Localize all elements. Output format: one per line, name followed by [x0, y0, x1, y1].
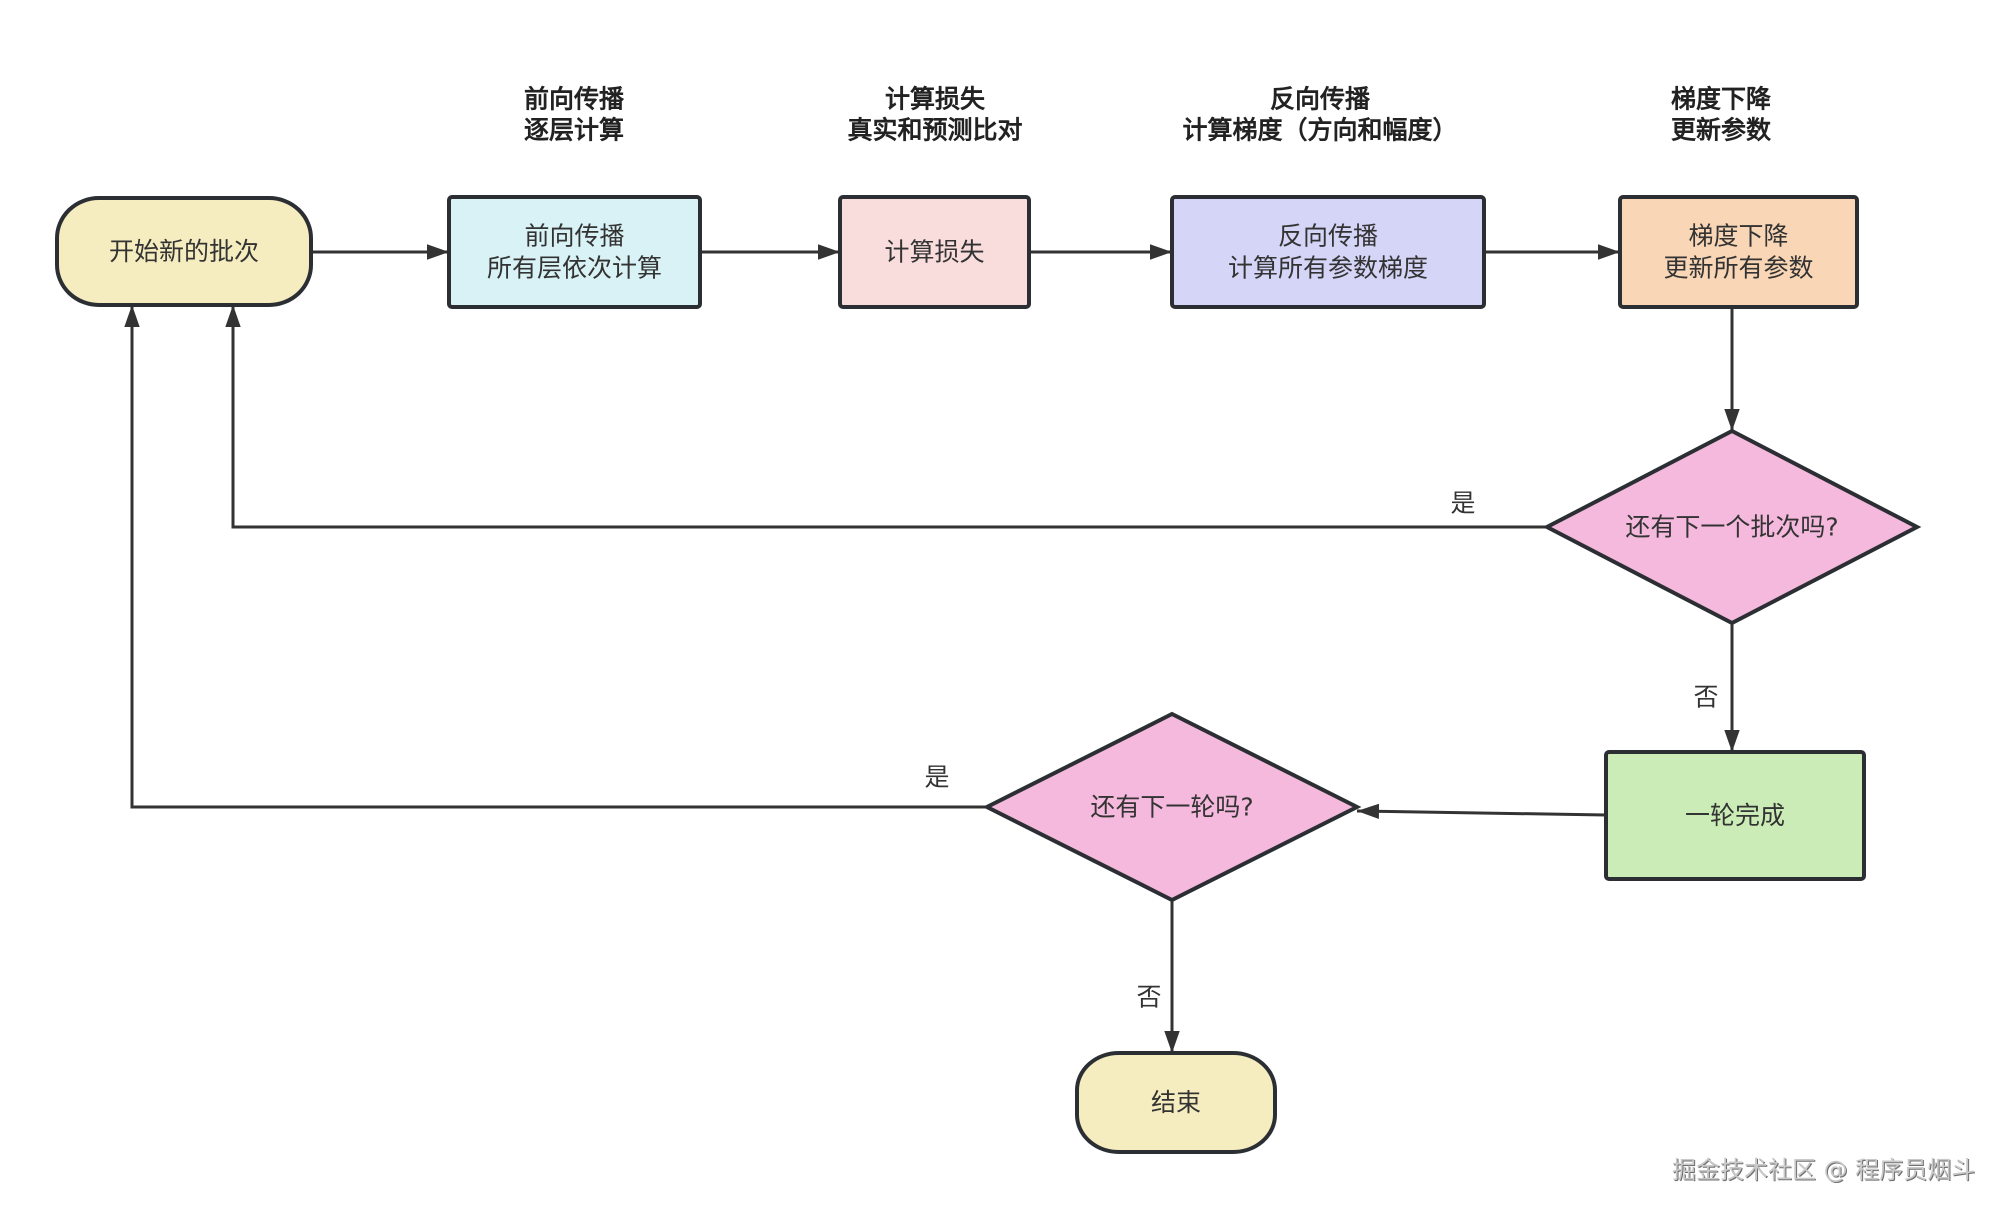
- stage-title-line: 更新参数: [1671, 116, 1772, 145]
- edge-epoch-check-to-start[interactable]: [124, 305, 987, 809]
- edge-label-yes: 是: [1450, 489, 1475, 518]
- terminal-shape: [1075, 1051, 1277, 1154]
- node-label: 计算损失: [884, 238, 984, 267]
- process-box: [1170, 195, 1486, 309]
- node-label: 还有下一个批次吗?: [1625, 513, 1838, 542]
- node-label: 前向传播: [524, 222, 624, 251]
- edge-label-no: 否: [1136, 983, 1161, 1012]
- node-loss[interactable]: 计算损失: [838, 195, 1031, 309]
- node-label: 还有下一轮吗?: [1090, 793, 1253, 822]
- node-label: 所有层依次计算: [487, 254, 662, 283]
- process-box: [447, 195, 702, 309]
- stage-title-line: 计算损失: [885, 85, 986, 114]
- node-label: 结束: [1151, 1088, 1201, 1117]
- edge-batch-check-to-start[interactable]: [225, 305, 1547, 529]
- process-box: [1604, 750, 1866, 881]
- process-box: [838, 195, 1031, 309]
- node-label: 更新所有参数: [1663, 254, 1813, 283]
- edge-epoch-done-to-epoch-check[interactable]: [1356, 803, 1607, 820]
- stage-title-line: 梯度下降: [1671, 85, 1772, 114]
- stage-title-line: 计算梯度（方向和幅度）: [1182, 116, 1457, 145]
- node-label: 梯度下降: [1688, 222, 1788, 251]
- stage-title-line: 前向传播: [524, 85, 625, 114]
- stage-title-line: 反向传播: [1270, 85, 1371, 114]
- process-box: [1618, 195, 1859, 309]
- stage-title-line: 真实和预测比对: [847, 116, 1022, 145]
- stage-title-line: 逐层计算: [524, 116, 624, 145]
- node-batch-check[interactable]: 还有下一个批次吗?: [1542, 428, 1922, 626]
- node-label: 计算所有参数梯度: [1228, 254, 1428, 283]
- node-label: 一轮完成: [1685, 801, 1785, 830]
- watermark: 掘金技术社区 @ 程序员烟斗: [1672, 1156, 1976, 1184]
- decision-diamond: [1542, 428, 1922, 626]
- decision-diamond: [982, 711, 1362, 903]
- node-epoch-check[interactable]: 还有下一轮吗?: [982, 711, 1362, 903]
- edge-label-no: 否: [1693, 683, 1718, 712]
- terminal-shape: [55, 196, 313, 307]
- node-epoch-done[interactable]: 一轮完成: [1604, 750, 1866, 881]
- edges-layer: [124, 244, 1740, 1053]
- node-end[interactable]: 结束: [1075, 1051, 1277, 1154]
- node-label: 反向传播: [1278, 222, 1378, 251]
- node-label: 开始新的批次: [109, 237, 259, 266]
- node-start[interactable]: 开始新的批次: [55, 196, 313, 307]
- edge-label-yes: 是: [924, 763, 949, 792]
